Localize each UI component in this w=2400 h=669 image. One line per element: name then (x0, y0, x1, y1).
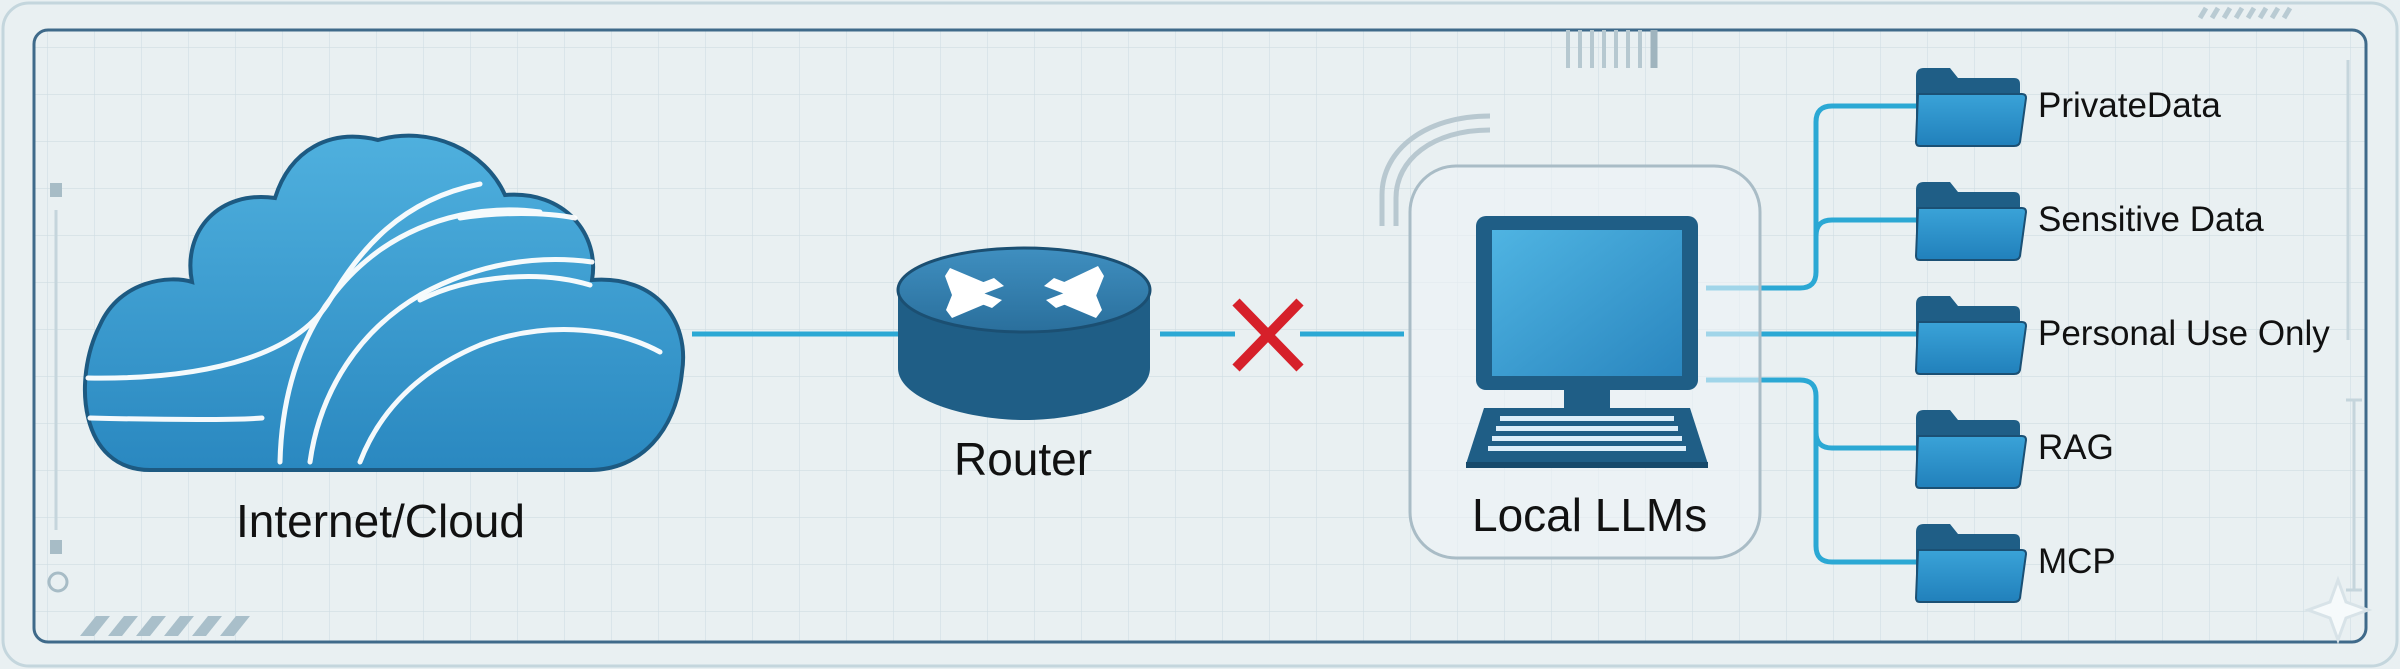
cloud-label: Internet/Cloud (236, 495, 525, 547)
cloud-icon (82, 133, 686, 472)
router-icon (896, 246, 1152, 420)
decor-right-marks (2303, 60, 2373, 645)
folder-label-rag: RAG (2038, 428, 2114, 467)
decor-left-marks (47, 183, 69, 593)
connection-lines (692, 103, 1916, 565)
link-sensitive (1813, 217, 1916, 237)
router-label: Router (954, 433, 1093, 485)
folder-icon-sensitive-data (1914, 182, 2028, 261)
folder-label-privatedata: PrivateData (2038, 86, 2221, 125)
folder-icon-privatedata (1914, 68, 2028, 147)
folder-icon-rag (1914, 410, 2028, 489)
folder-label-personal-use-only: Personal Use Only (2038, 314, 2330, 353)
decor-top-hatch (2197, 6, 2293, 20)
link-privatedata (1706, 103, 1916, 291)
local-llm-label: Local LLMs (1472, 489, 1708, 541)
folder-icon-personal-use-only (1914, 296, 2028, 375)
decor-arc (1379, 113, 1491, 226)
link-mcp (1706, 377, 1916, 565)
link-rag (1813, 431, 1916, 451)
decor-top-bars (1566, 30, 1658, 68)
computer-icon (1466, 216, 1708, 468)
folder-icon-mcp (1914, 524, 2028, 603)
folder-label-mcp: MCP (2038, 542, 2116, 581)
decor-bottom-hatch (80, 616, 250, 636)
folder-label-sensitive-data: Sensitive Data (2038, 200, 2264, 239)
red-x-icon (1232, 298, 1304, 372)
folders-group (1914, 68, 2028, 603)
